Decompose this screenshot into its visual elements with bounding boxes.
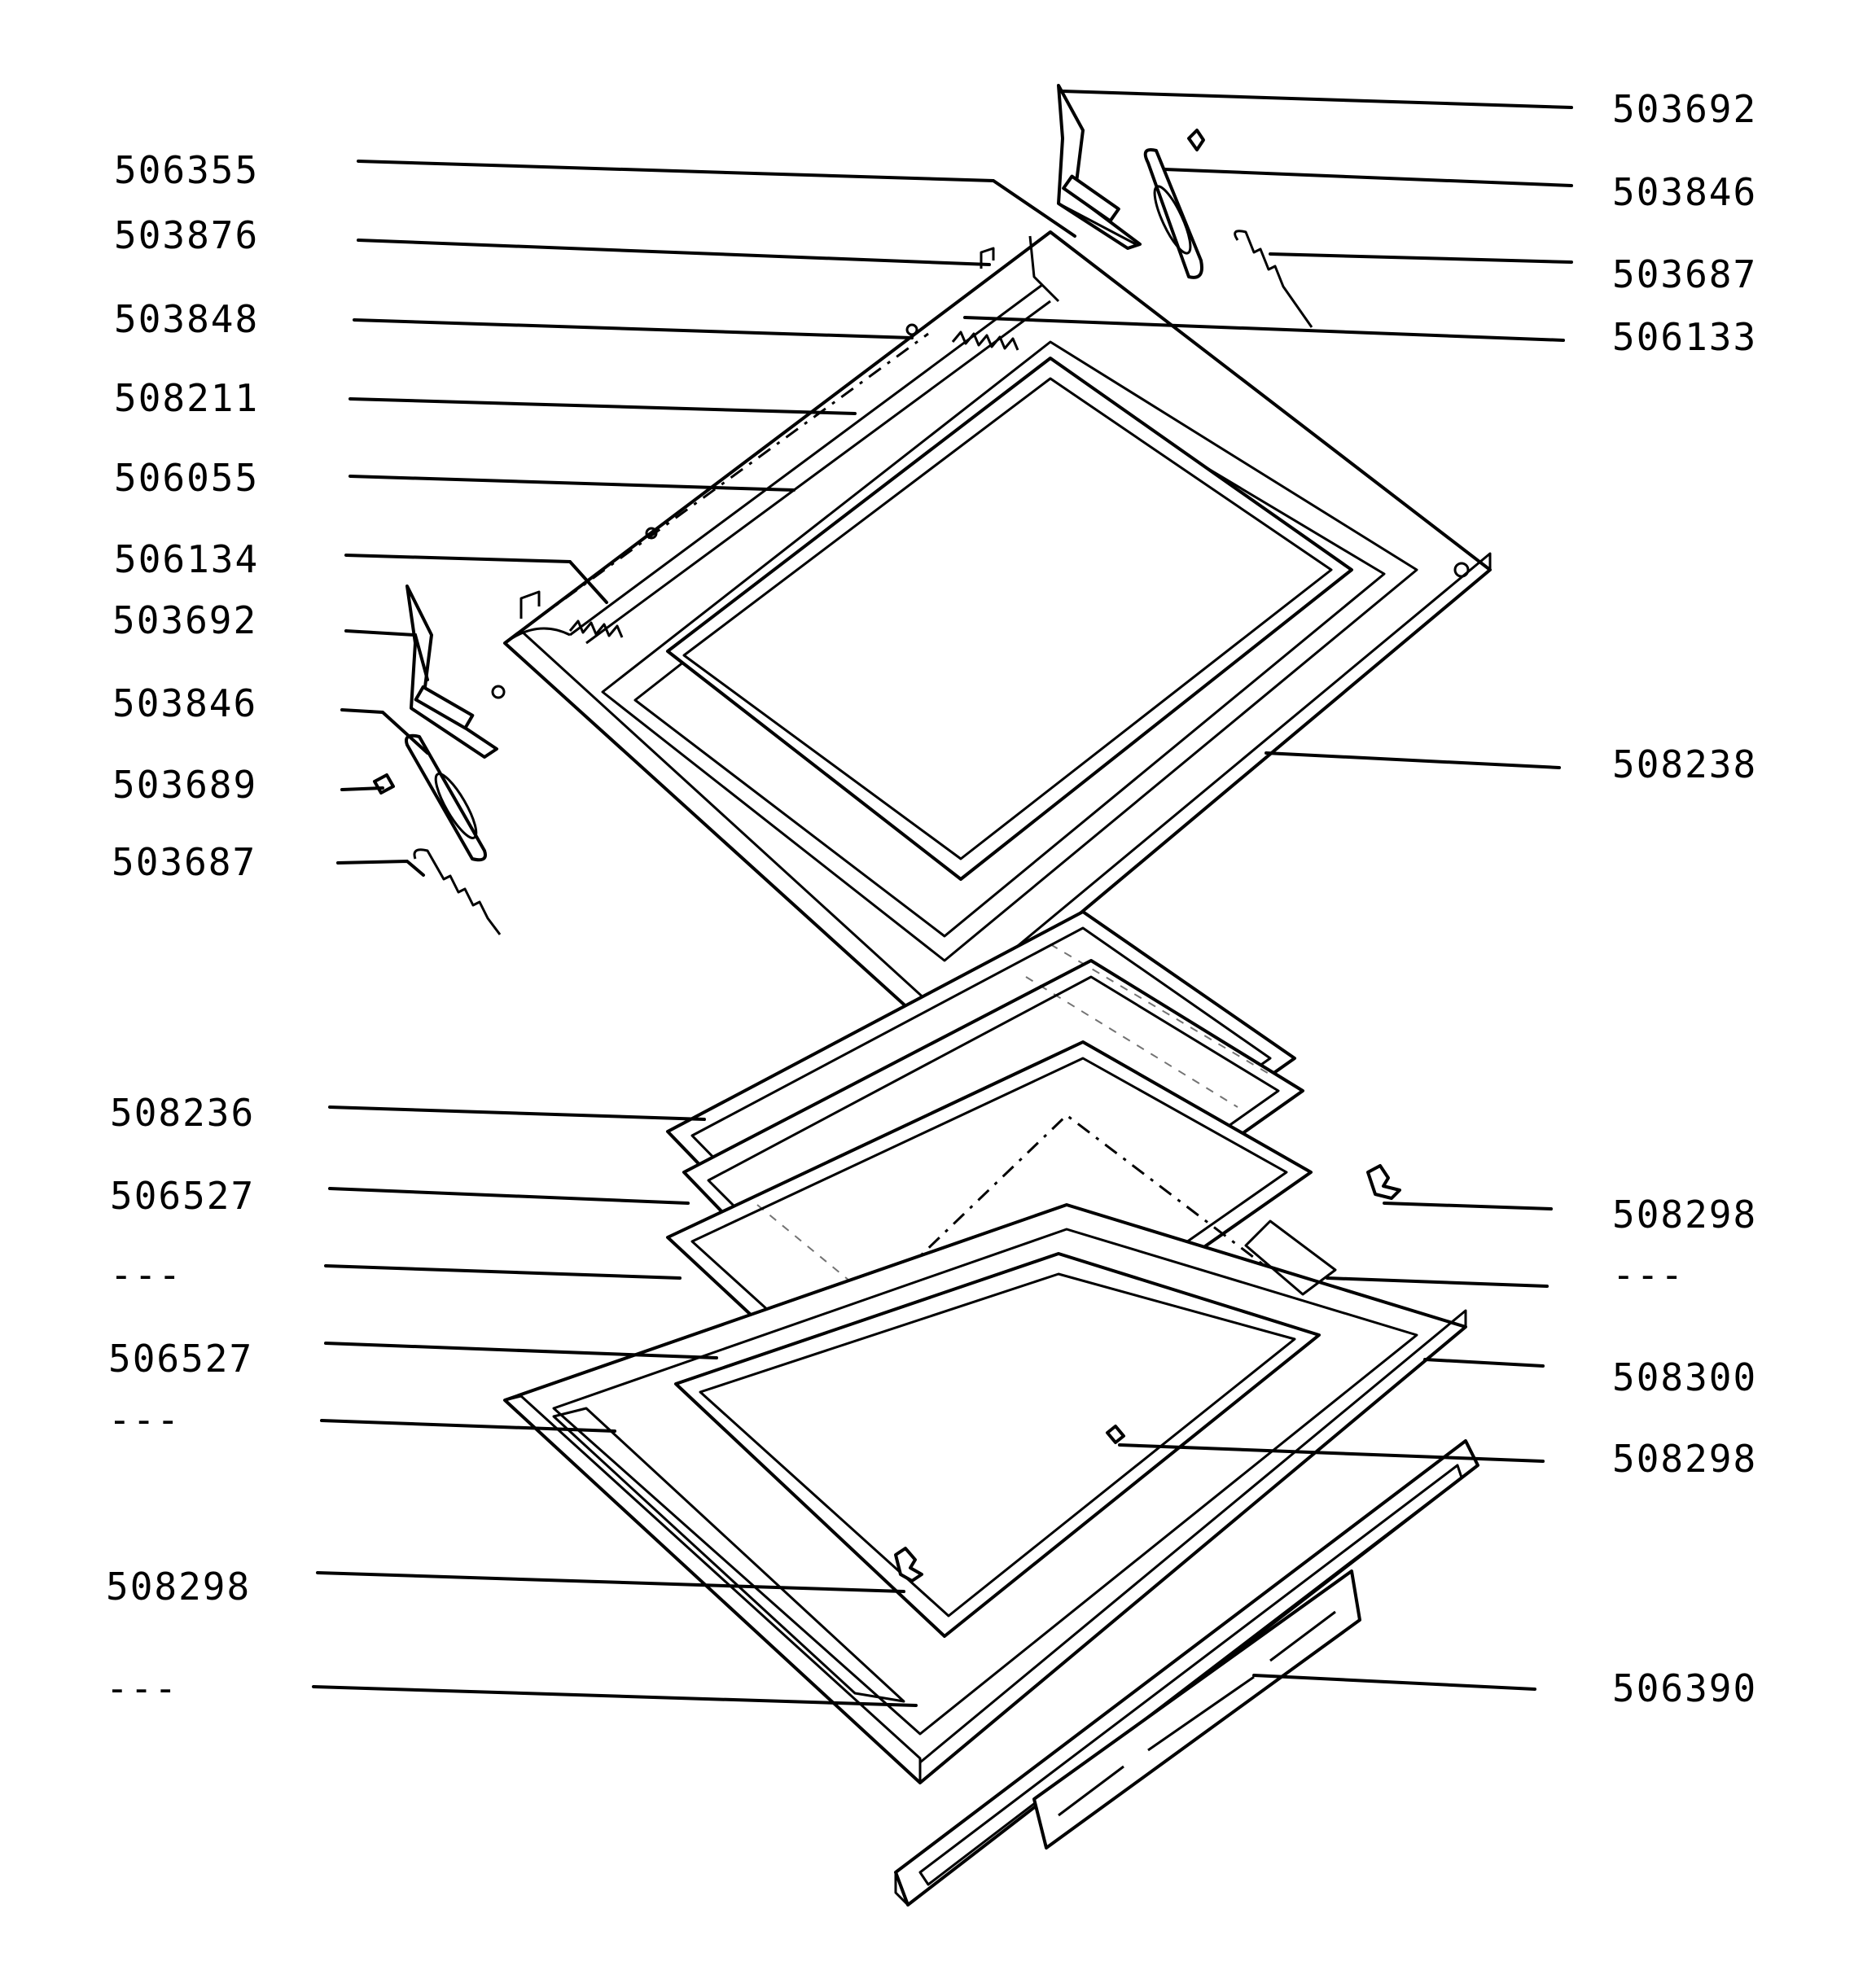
- bottom-strip: [894, 1439, 1479, 1907]
- leader-left-14: [320, 1419, 616, 1433]
- callout-right-0: 503692: [1612, 87, 1757, 131]
- leader-left-8: [340, 786, 384, 791]
- leader-lines: [312, 90, 1573, 1707]
- leader-right-1: [1163, 168, 1573, 187]
- leader-left-4: [348, 475, 796, 492]
- callouts-left: 506355 503876 503848 508211 506055 50613…: [106, 148, 259, 1710]
- hinge-parts-left: [373, 584, 506, 935]
- callout-right-9: 506390: [1612, 1666, 1757, 1710]
- callout-right-6: ---: [1612, 1253, 1685, 1297]
- leader-right-7: [1423, 1358, 1545, 1368]
- callouts-right: 503692 503846 503687 506133 508238 50829…: [1612, 87, 1757, 1710]
- leader-left-9: [336, 859, 425, 877]
- callout-right-5: 508298: [1612, 1193, 1757, 1237]
- leader-left-16: [312, 1685, 918, 1707]
- leader-left-11: [328, 1187, 690, 1205]
- parts-drawing: [373, 84, 1492, 1907]
- callout-right-4: 508238: [1612, 742, 1757, 786]
- leader-right-4: [1265, 751, 1561, 769]
- callout-left-14: ---: [108, 1398, 181, 1442]
- leader-left-5: [344, 554, 608, 604]
- callout-left-15: 508298: [106, 1565, 251, 1609]
- leader-left-1: [357, 239, 991, 266]
- leader-left-15: [316, 1571, 905, 1593]
- leader-right-6: [1326, 1276, 1549, 1288]
- callout-left-13: 506527: [108, 1337, 253, 1381]
- leader-right-5: [1383, 1202, 1553, 1210]
- callout-left-16: ---: [106, 1666, 178, 1710]
- callout-left-0: 506355: [114, 148, 259, 192]
- door-inner-frame: [503, 230, 1492, 1035]
- callout-right-8: 508298: [1612, 1437, 1757, 1481]
- leader-left-3: [348, 397, 857, 415]
- callout-left-6: 503692: [112, 598, 257, 642]
- callout-left-2: 503848: [114, 297, 259, 341]
- leader-left-6: [344, 629, 429, 681]
- leader-right-8: [1118, 1443, 1545, 1463]
- callout-left-1: 503876: [114, 213, 259, 257]
- callout-left-11: 506527: [110, 1174, 255, 1218]
- leader-left-0: [357, 160, 1076, 238]
- callout-left-4: 506055: [114, 456, 259, 500]
- callout-left-5: 506134: [114, 537, 259, 581]
- leader-left-2: [353, 318, 914, 339]
- leader-right-2: [1269, 252, 1573, 264]
- hinge-parts-right: [1057, 84, 1313, 328]
- callout-right-2: 503687: [1612, 252, 1757, 296]
- leader-right-3: [963, 316, 1565, 342]
- callout-left-9: 503687: [112, 840, 256, 884]
- hinge-assembly-top: [519, 247, 1051, 645]
- callout-right-7: 508300: [1612, 1355, 1757, 1399]
- callout-left-8: 503689: [112, 763, 257, 807]
- leader-left-7: [340, 708, 429, 755]
- callout-left-12: ---: [110, 1253, 182, 1297]
- callout-left-3: 508211: [114, 376, 259, 420]
- callout-right-3: 506133: [1612, 315, 1757, 359]
- callout-left-7: 503846: [112, 681, 257, 725]
- leader-right-0: [1061, 90, 1573, 109]
- leader-right-9: [1252, 1674, 1536, 1691]
- leader-left-12: [324, 1264, 682, 1280]
- outer-door-panel: [503, 1164, 1467, 1784]
- leader-left-10: [328, 1105, 706, 1121]
- callout-left-10: 508236: [110, 1091, 255, 1135]
- callout-right-1: 503846: [1612, 170, 1757, 214]
- leader-left-13: [324, 1342, 718, 1359]
